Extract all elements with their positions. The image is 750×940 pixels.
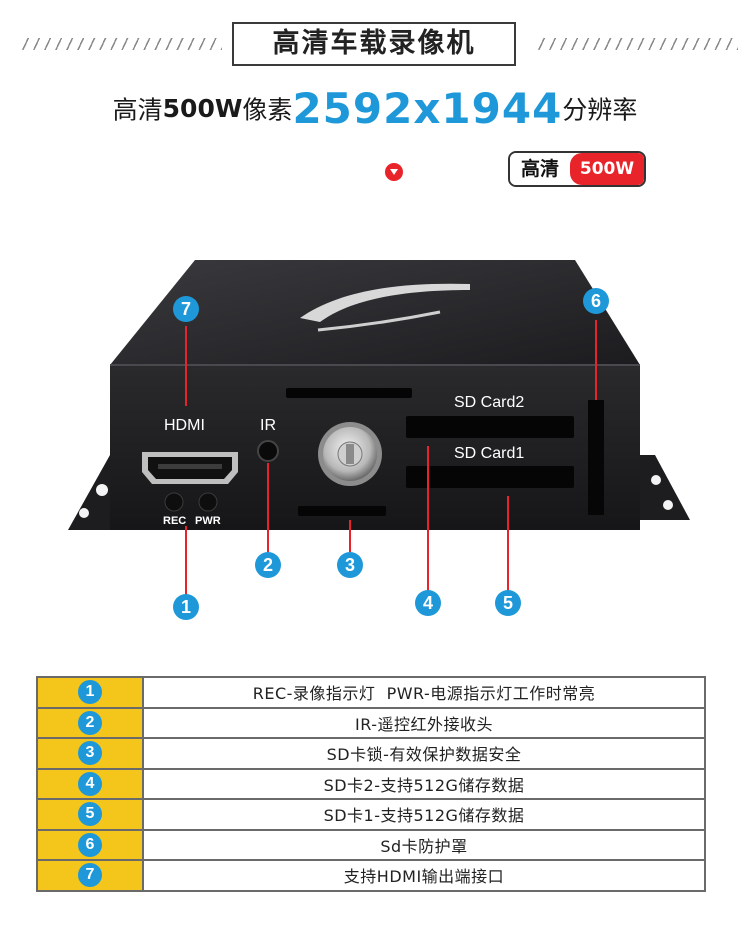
ir-label: IR [260, 417, 276, 434]
subtitle-part-1: 高清 [112, 95, 163, 125]
row-description: REC-录像指示灯 PWR-电源指示灯工作时常亮 [142, 676, 706, 709]
table-row: 4 SD卡2-支持512G储存数据 [36, 767, 706, 800]
decorative-hatch-right [538, 38, 738, 50]
row-number-badge: 3 [78, 741, 102, 766]
callout-3: 3 [337, 552, 363, 578]
device-top [110, 260, 640, 365]
row-number-badge: 5 [78, 802, 102, 827]
row-description: IR-遥控红外接收头 [142, 706, 706, 739]
subtitle-part-3: 像素 [242, 95, 293, 125]
sd-card1-label: SD Card1 [454, 445, 525, 462]
device-photo [68, 260, 690, 596]
row-number-badge: 2 [78, 710, 102, 735]
row-number-badge: 7 [78, 863, 102, 888]
callout-4: 4 [415, 590, 441, 616]
table-row: 5 SD卡1-支持512G储存数据 [36, 798, 706, 831]
resolution-subtitle: 高清500W像素2592x1944分辨率 [0, 84, 750, 133]
table-row: 2 IR-遥控红外接收头 [36, 706, 706, 739]
callout-1: 1 [173, 594, 199, 620]
row-description: SD卡1-支持512G储存数据 [142, 798, 706, 831]
badge-right-text: 500W [570, 153, 644, 185]
row-number-cell: 5 [36, 798, 144, 831]
callout-7: 7 [173, 296, 199, 322]
row-number-badge: 4 [78, 771, 102, 796]
down-arrow-icon [385, 163, 403, 181]
subtitle-resolution: 2592x1944 [292, 84, 563, 133]
row-description: Sd卡防护罩 [142, 828, 706, 861]
callout-5: 5 [495, 590, 521, 616]
table-row: 6 Sd卡防护罩 [36, 828, 706, 861]
row-number-badge: 6 [78, 832, 102, 857]
decorative-hatch-left [22, 38, 222, 50]
row-number-cell: 1 [36, 676, 144, 709]
row-number-cell: 7 [36, 859, 144, 892]
pwr-label: PWR [195, 515, 221, 527]
hdmi-label: HDMI [164, 417, 205, 434]
row-number-badge: 1 [78, 680, 102, 705]
row-description: 支持HDMI输出端接口 [142, 859, 706, 892]
table-row: 7 支持HDMI输出端接口 [36, 859, 706, 892]
callout-6: 6 [583, 288, 609, 314]
hd-badge: 高清 500W [508, 151, 646, 187]
page-title: 高清车载录像机 [232, 22, 516, 66]
badge-left-text: 高清 [510, 153, 570, 185]
table-row: 1 REC-录像指示灯 PWR-电源指示灯工作时常亮 [36, 676, 706, 709]
row-description: SD卡锁-有效保护数据安全 [142, 737, 706, 770]
sd-card2-label: SD Card2 [454, 394, 525, 411]
right-flange [640, 455, 690, 520]
row-number-cell: 6 [36, 828, 144, 861]
row-description: SD卡2-支持512G储存数据 [142, 767, 706, 800]
row-number-cell: 3 [36, 737, 144, 770]
row-number-cell: 2 [36, 706, 144, 739]
rec-label: REC [163, 515, 187, 527]
subtitle-part-5: 分辨率 [562, 95, 638, 125]
callout-2: 2 [255, 552, 281, 578]
subtitle-part-2: 500W [162, 94, 243, 123]
row-number-cell: 4 [36, 767, 144, 800]
table-row: 3 SD卡锁-有效保护数据安全 [36, 737, 706, 770]
